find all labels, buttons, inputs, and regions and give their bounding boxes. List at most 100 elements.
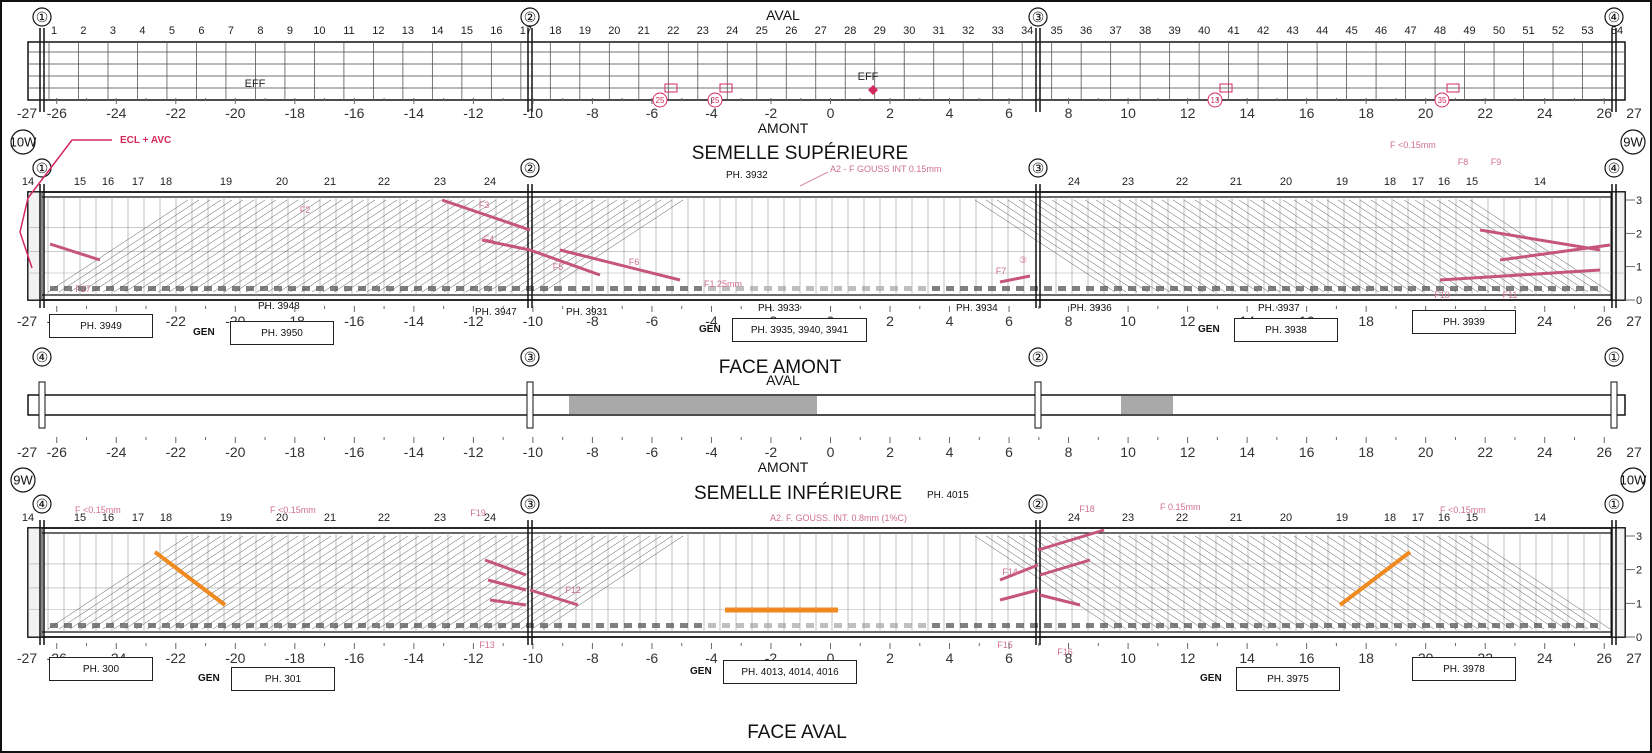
shear-mark bbox=[512, 286, 520, 291]
shear-mark bbox=[764, 286, 772, 291]
shear-mark bbox=[1002, 286, 1010, 291]
panel-number: 14 bbox=[1534, 512, 1546, 524]
photo-box: PH. 300 bbox=[49, 657, 153, 681]
defect-number: 25 bbox=[711, 96, 720, 105]
span-marker-right-text: 9W bbox=[1623, 135, 1643, 150]
grid-axis-marker bbox=[520, 347, 540, 367]
shear-mark bbox=[176, 623, 184, 628]
hatch-line bbox=[1227, 535, 1369, 630]
top-scale-label: 22 bbox=[1477, 105, 1493, 121]
hatch-line bbox=[58, 199, 200, 293]
hatch-line bbox=[974, 535, 1116, 630]
shear-mark bbox=[1282, 623, 1290, 628]
shear-mark bbox=[1184, 286, 1192, 291]
hatch-line bbox=[1106, 535, 1248, 630]
photo-label: PH. 3934 bbox=[956, 303, 998, 314]
shear-mark bbox=[582, 286, 590, 291]
shear-mark bbox=[1058, 623, 1066, 628]
top-scale-label: 27 bbox=[1626, 105, 1642, 121]
middle-scale-label: -20 bbox=[225, 444, 245, 460]
top-scale-label: -27 bbox=[17, 105, 37, 121]
middle-scale-label: -22 bbox=[166, 444, 186, 460]
hatch-line bbox=[223, 199, 365, 293]
end-block bbox=[1610, 527, 1626, 638]
upper-scale-label: -22 bbox=[166, 313, 186, 329]
hatch-line bbox=[1150, 199, 1292, 293]
shear-mark bbox=[666, 623, 674, 628]
hatch-line bbox=[1007, 199, 1149, 293]
grid-axis-marker-text: ③ bbox=[524, 349, 537, 365]
hatch-line bbox=[1436, 199, 1578, 293]
hatch-line bbox=[1106, 199, 1248, 293]
shear-mark bbox=[302, 623, 310, 628]
photo-box: PH. 3975 bbox=[1236, 667, 1340, 691]
hatch-line bbox=[1447, 199, 1589, 293]
panel-number: 14 bbox=[1534, 176, 1546, 188]
shear-mark bbox=[176, 286, 184, 291]
crack-line bbox=[999, 588, 1039, 602]
grid-axis-marker-text: ① bbox=[1608, 349, 1621, 365]
shear-mark bbox=[358, 623, 366, 628]
height-mark: 2 bbox=[1636, 565, 1642, 577]
top-scale-label: 8 bbox=[1065, 105, 1073, 121]
shear-mark bbox=[260, 623, 268, 628]
hatch-line bbox=[1436, 535, 1578, 630]
panel-number: 22 bbox=[1176, 512, 1188, 524]
top-scale-label: 20 bbox=[1418, 105, 1434, 121]
shear-mark bbox=[792, 286, 800, 291]
hatch-line bbox=[1084, 199, 1226, 293]
hatch-line bbox=[355, 535, 497, 630]
defect-number: 25 bbox=[656, 96, 665, 105]
crack-line bbox=[999, 563, 1039, 582]
hatch-line bbox=[1150, 535, 1292, 630]
crack-line bbox=[1479, 228, 1601, 252]
hatch-line bbox=[476, 535, 618, 630]
defect-circle bbox=[1207, 92, 1223, 108]
defect-number: 13 bbox=[1211, 96, 1220, 105]
shear-mark bbox=[358, 286, 366, 291]
panel-number: 19 bbox=[220, 176, 232, 188]
crack-line bbox=[559, 248, 681, 282]
shear-mark bbox=[50, 286, 58, 291]
shear-mark bbox=[1534, 286, 1542, 291]
hatch-line bbox=[1139, 535, 1281, 630]
crack-label: F6 bbox=[629, 257, 640, 267]
hatch-line bbox=[1117, 535, 1259, 630]
crack-label: F12 bbox=[565, 585, 581, 595]
crack-line bbox=[49, 242, 101, 262]
gouss-leader bbox=[799, 171, 829, 187]
station-number: 22 bbox=[667, 25, 679, 37]
top-scale-label: 26 bbox=[1596, 105, 1612, 121]
hatch-line bbox=[113, 535, 255, 630]
station-number: 2 bbox=[80, 25, 86, 37]
top-scale-label: -18 bbox=[285, 105, 305, 121]
shear-mark bbox=[1352, 623, 1360, 628]
panel-number: 17 bbox=[1412, 176, 1424, 188]
top-scale-label: -4 bbox=[705, 105, 718, 121]
upper-scale-label: -4 bbox=[705, 313, 718, 329]
hatch-line bbox=[1414, 199, 1556, 293]
station-number: 29 bbox=[874, 25, 886, 37]
hatch-line bbox=[223, 535, 365, 630]
top-scale-label: 18 bbox=[1358, 105, 1374, 121]
upper-scale-label: -6 bbox=[646, 313, 659, 329]
shear-mark bbox=[1338, 286, 1346, 291]
shear-mark bbox=[218, 623, 226, 628]
gouss-note: A2. F. GOUSS. INT. 0.8mm (1%C) bbox=[770, 513, 907, 523]
lower-scale-label: 12 bbox=[1180, 650, 1196, 666]
lower-scale-label: -18 bbox=[285, 650, 305, 666]
shear-mark bbox=[78, 286, 86, 291]
shear-mark bbox=[1520, 623, 1528, 628]
shear-mark bbox=[1464, 623, 1472, 628]
grid-axis-marker-text: ③ bbox=[1032, 160, 1045, 176]
shear-mark bbox=[1450, 623, 1458, 628]
hatch-line bbox=[1062, 535, 1204, 630]
shear-mark bbox=[386, 286, 394, 291]
shear-mark bbox=[694, 623, 702, 628]
shear-mark bbox=[932, 286, 940, 291]
station-number: 5 bbox=[169, 25, 175, 37]
lower-scale-label: 27 bbox=[1626, 650, 1642, 666]
crack-label: F13 bbox=[479, 640, 495, 650]
